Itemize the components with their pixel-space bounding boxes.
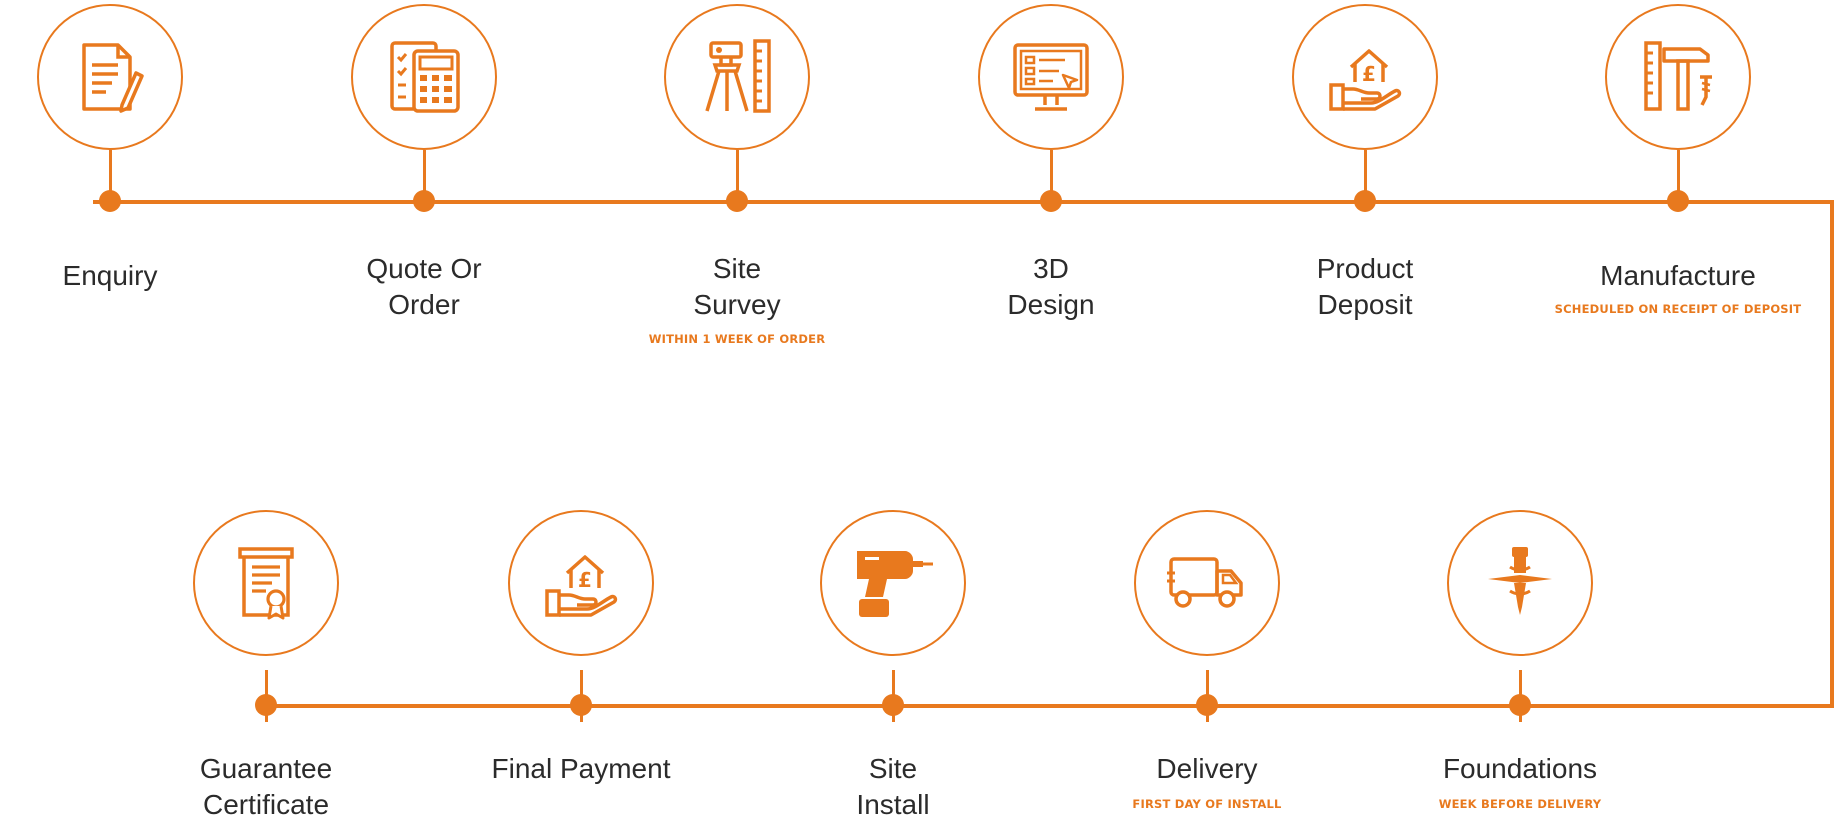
- step-icon-circle-manufacture: [1605, 4, 1751, 150]
- step-label-guarantee-certificate: Guarantee Certificate: [199, 753, 333, 820]
- monitor-design-icon: [1013, 43, 1089, 111]
- step-dot-guarantee-certificate: [255, 694, 277, 716]
- step-stem-quote-order: [422, 150, 426, 202]
- step-dot-site-survey: [726, 190, 748, 212]
- house-pound-hand-icon: £: [1329, 49, 1402, 111]
- step-note-foundations: WEEK BEFORE DELIVERY: [1438, 797, 1602, 811]
- tools-hammer-icon: [1644, 41, 1712, 111]
- step-dot-site-install: [882, 694, 904, 716]
- step-icon-circle-quote-order: [351, 4, 497, 150]
- step-stem-product-deposit: [1363, 150, 1367, 202]
- step-icon-circle-3d-design: [978, 4, 1124, 150]
- timeline-line-bottom: [266, 704, 1834, 708]
- svg-text:£: £: [1362, 62, 1376, 86]
- document-pencil-icon: [82, 43, 144, 113]
- svg-text:£: £: [578, 568, 592, 592]
- timeline-line-right: [1830, 200, 1834, 708]
- step-dot-quote-order: [413, 190, 435, 212]
- delivery-truck-icon: [1167, 557, 1243, 608]
- step-note-site-survey: WITHIN 1 WEEK OF ORDER: [648, 332, 826, 346]
- timeline-line-top: [93, 200, 1834, 204]
- calculator-checklist-icon: [390, 41, 460, 113]
- step-stem-enquiry: [108, 150, 112, 202]
- step-stem-manufacture: [1676, 150, 1680, 202]
- step-stem-site-survey: [735, 150, 739, 202]
- step-icon-circle-site-survey: [664, 4, 810, 150]
- step-dot-foundations: [1509, 694, 1531, 716]
- step-note-delivery: FIRST DAY OF INSTALL: [1132, 797, 1282, 811]
- step-label-final-payment: Final Payment: [491, 753, 671, 784]
- step-icon-circle-site-install: [820, 510, 966, 656]
- step-label-3d-design: 3D Design: [1007, 253, 1095, 320]
- certificate-scroll-icon: [238, 547, 294, 620]
- step-icon-circle-guarantee-certificate: [193, 510, 339, 656]
- step-note-manufacture: SCHEDULED ON RECEIPT OF DEPOSIT: [1554, 302, 1802, 316]
- step-dot-enquiry: [99, 190, 121, 212]
- step-dot-manufacture: [1667, 190, 1689, 212]
- step-dot-delivery: [1196, 694, 1218, 716]
- step-label-product-deposit: Product Deposit: [1316, 253, 1414, 320]
- step-label-delivery: Delivery: [1156, 753, 1258, 784]
- step-icon-circle-final-payment: £: [508, 510, 654, 656]
- step-icon-circle-product-deposit: £: [1292, 4, 1438, 150]
- ground-screw-icon: [1488, 547, 1552, 615]
- step-label-foundations: Foundations: [1442, 753, 1598, 784]
- step-label-site-install: Site Install: [856, 753, 930, 820]
- step-dot-3d-design: [1040, 190, 1062, 212]
- power-drill-icon: [857, 551, 933, 617]
- step-label-enquiry: Enquiry: [62, 260, 158, 291]
- house-pound-hand-icon: £: [545, 555, 618, 617]
- step-icon-circle-delivery: [1134, 510, 1280, 656]
- step-label-quote-order: Quote Or Order: [366, 253, 482, 320]
- step-label-manufacture: Manufacture: [1600, 260, 1756, 291]
- step-dot-final-payment: [570, 694, 592, 716]
- step-dot-product-deposit: [1354, 190, 1376, 212]
- surveyor-tripod-icon: [705, 39, 771, 113]
- step-stem-3d-design: [1049, 150, 1053, 202]
- step-icon-circle-foundations: [1447, 510, 1593, 656]
- step-icon-circle-enquiry: [37, 4, 183, 150]
- step-label-site-survey: Site Survey: [693, 253, 781, 320]
